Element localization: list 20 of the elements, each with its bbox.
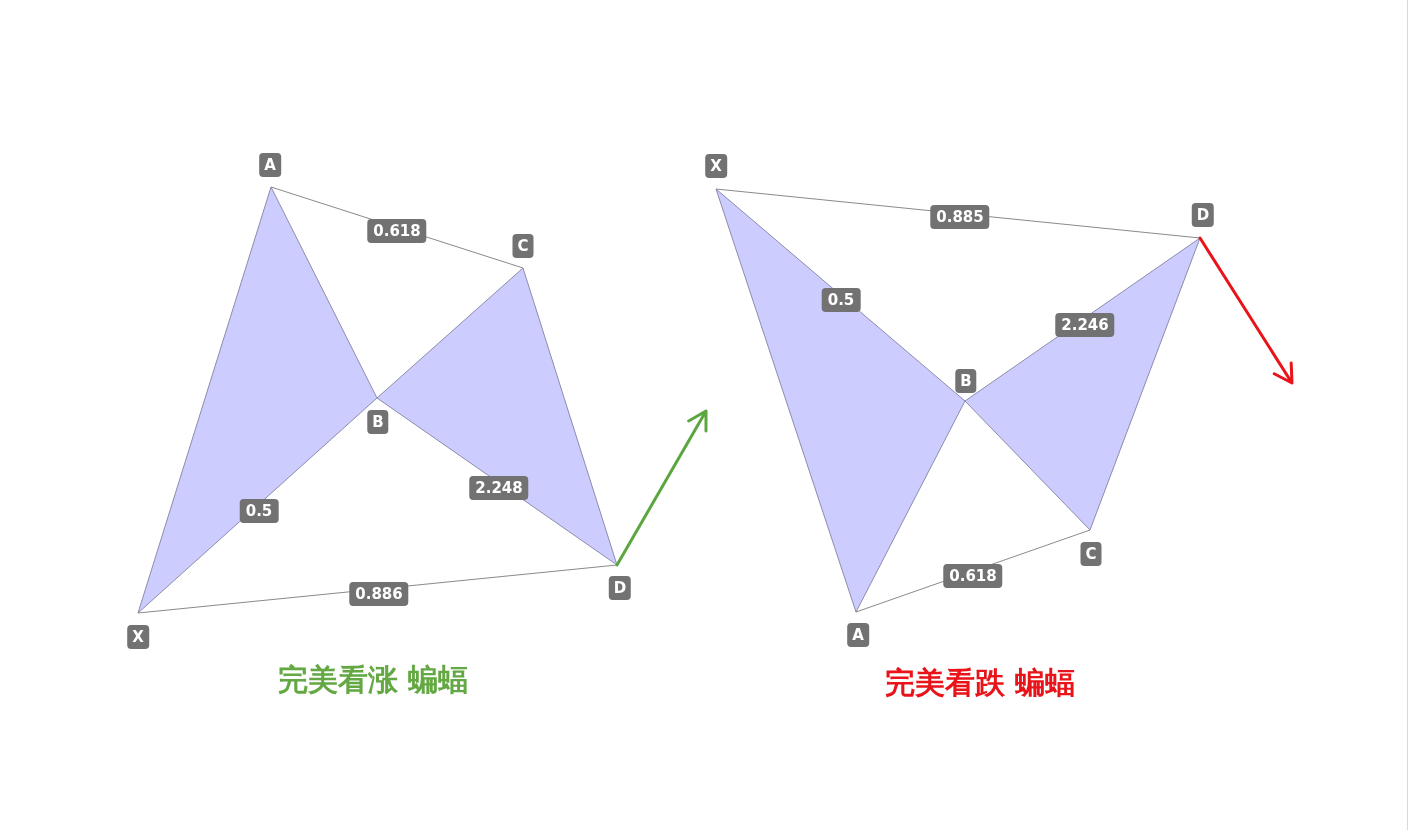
ratio-label: 2.248 bbox=[469, 476, 529, 500]
point-label: D bbox=[608, 576, 632, 600]
point-label: X bbox=[705, 154, 727, 178]
ratio-label: 0.618 bbox=[367, 219, 427, 243]
ratio-label: 0.886 bbox=[349, 582, 409, 606]
pattern-caption: 完美看跌 蝙蝠 bbox=[884, 665, 1076, 701]
ratio-label: 2.246 bbox=[1055, 313, 1115, 337]
ratio-label: 0.618 bbox=[943, 564, 1003, 588]
ratio-label: 0.5 bbox=[239, 499, 279, 523]
point-label: A bbox=[847, 623, 869, 647]
point-label: C bbox=[1080, 542, 1102, 566]
ratio-label: 0.5 bbox=[821, 288, 861, 312]
point-label: D bbox=[1191, 203, 1215, 227]
point-label: B bbox=[955, 369, 977, 393]
point-label: A bbox=[259, 153, 281, 177]
point-label: X bbox=[127, 625, 149, 649]
point-label: B bbox=[367, 410, 389, 434]
point-label: C bbox=[512, 234, 534, 258]
pattern-caption: 完美看涨 蝙蝠 bbox=[277, 662, 469, 698]
ratio-label: 0.885 bbox=[930, 205, 990, 229]
